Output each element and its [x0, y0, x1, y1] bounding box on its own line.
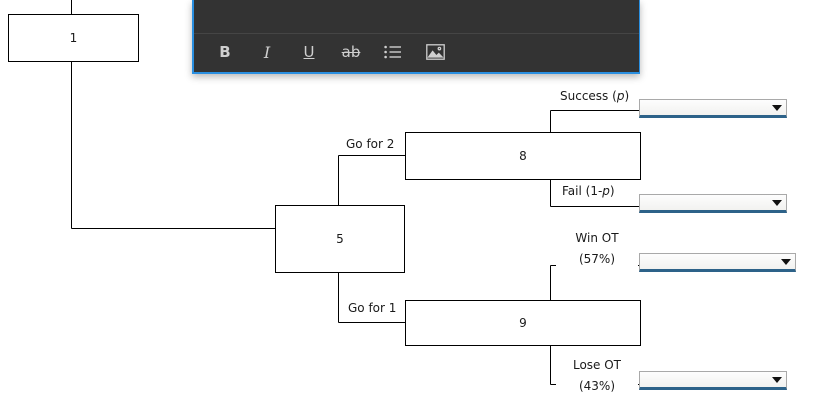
outcome-label-success[interactable]: Success (p): [558, 89, 632, 104]
tree-node-8-label: 8: [519, 149, 527, 163]
editor-toolbar: B I U ab: [194, 34, 639, 70]
outcome-label-win-ot-line1: Win OT: [575, 231, 619, 245]
underline-icon[interactable]: U: [303, 43, 315, 61]
tree-node-9[interactable]: 9: [405, 300, 641, 346]
outcome-label-success-var: p: [616, 89, 625, 103]
tree-node-1-label: 1: [69, 31, 78, 45]
strikethrough-icon[interactable]: ab: [341, 43, 361, 61]
outcome-label-fail[interactable]: Fail (1-p): [560, 184, 617, 199]
outcome-label-lose-ot-line1: Lose OT: [572, 358, 622, 372]
tree-node-1[interactable]: 1: [8, 14, 139, 62]
rich-text-editor-popup[interactable]: B I U ab: [192, 0, 640, 74]
outcome-label-success-text: Success (: [560, 89, 617, 103]
chevron-down-icon[interactable]: [781, 258, 791, 265]
edge-label-go-for-1[interactable]: Go for 1: [346, 301, 399, 316]
outcome-label-fail-close: ): [609, 184, 615, 198]
tree-node-8[interactable]: 8: [405, 132, 641, 180]
outcome-label-success-close: ): [624, 89, 630, 103]
tree-node-5[interactable]: 5: [275, 205, 405, 273]
editor-content-area[interactable]: [194, 0, 639, 34]
outcome-label-lose-ot-line2: (43%): [578, 379, 616, 393]
outcome-label-fail-var: p: [602, 184, 610, 198]
italic-icon[interactable]: I: [263, 42, 271, 62]
outcome-label-lose-ot[interactable]: Lose OT (43%): [556, 358, 638, 394]
tree-node-5-label: 5: [336, 232, 344, 246]
outcome-select-lose-ot[interactable]: [639, 371, 787, 390]
outcome-select-success[interactable]: [639, 99, 787, 118]
edge-label-go-for-2[interactable]: Go for 2: [344, 137, 397, 152]
bold-icon[interactable]: B: [219, 43, 231, 61]
outcome-label-win-ot-line2: (57%): [578, 252, 616, 266]
outcome-label-win-ot[interactable]: Win OT (57%): [556, 231, 638, 267]
chevron-down-icon[interactable]: [772, 104, 782, 111]
chevron-down-icon[interactable]: [772, 376, 782, 383]
chevron-down-icon[interactable]: [772, 199, 782, 206]
outcome-select-win-ot[interactable]: [639, 253, 796, 272]
tree-node-9-label: 9: [519, 316, 527, 330]
bullet-list-icon[interactable]: [372, 37, 414, 67]
outcome-select-fail[interactable]: [639, 194, 787, 213]
outcome-label-fail-text: Fail (1-: [562, 184, 603, 198]
insert-image-icon[interactable]: [414, 37, 456, 67]
